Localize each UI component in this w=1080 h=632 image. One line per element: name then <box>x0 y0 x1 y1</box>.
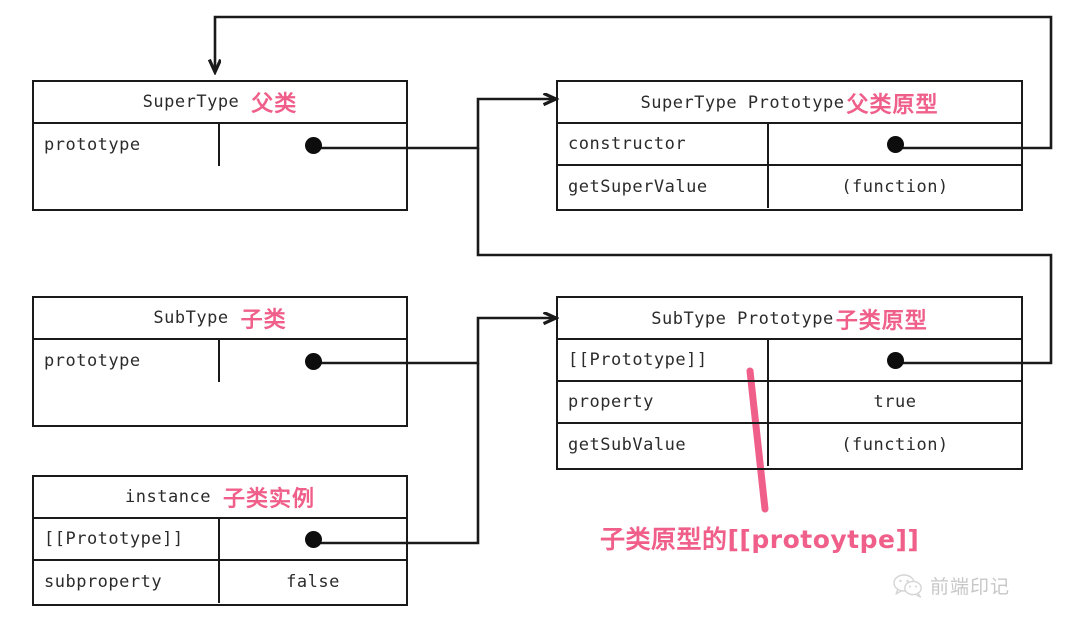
cell-value-property: true <box>873 392 917 412</box>
box-instance-title-cn: 子类实例 <box>222 487 315 512</box>
pointer-dot-icon <box>886 351 904 369</box>
annotation-label: 子类原型的[[protoytpe]] <box>600 525 920 554</box>
box-supertype-prototype-title: SuperType Prototype 父类原型 <box>558 82 1021 124</box>
row-supertype-prototype-constructor: constructor <box>558 124 1021 166</box>
cell-key-subproperty: subproperty <box>34 561 220 603</box>
watermark: 前端印记 <box>893 572 1010 599</box>
cell-value-prototype <box>220 124 406 166</box>
box-supertype-prototype-title-cn: 父类原型 <box>846 93 939 118</box>
pointer-dot-icon <box>304 352 322 370</box>
box-supertype-title-en: SuperType <box>142 92 240 112</box>
cell-key-property: property <box>558 382 769 422</box>
box-instance-title: instance 子类实例 <box>34 477 406 519</box>
box-subtype-prototype-title: SubType Prototype 子类原型 <box>558 298 1021 340</box>
cell-value-prototype <box>220 340 406 382</box>
row-supertype-prototype: prototype <box>34 124 406 166</box>
box-subtype-title: SubType 子类 <box>34 298 406 340</box>
row-supertype-prototype-getsupervalue: getSuperValue (function) <box>558 166 1021 208</box>
cell-key-prototype: prototype <box>34 340 220 382</box>
cell-value-constructor <box>769 124 1021 164</box>
watermark-label: 前端印记 <box>930 576 1011 598</box>
box-subtype-title-cn: 子类 <box>240 308 287 333</box>
cell-key-getsubvalue: getSubValue <box>558 424 769 466</box>
box-supertype-prototype-title-en: SuperType Prototype <box>640 93 845 113</box>
box-subtype-prototype-title-cn: 子类原型 <box>835 309 928 334</box>
box-supertype-title: SuperType 父类 <box>34 82 406 124</box>
cell-value-getsubvalue: (function) <box>841 435 949 455</box>
cell-value-prototype-internal <box>769 340 1021 380</box>
pointer-dot-icon <box>304 530 322 548</box>
cell-key-prototype-internal: [[Prototype]] <box>558 340 769 380</box>
wechat-icon <box>893 573 922 598</box>
row-instance-proto: [[Prototype]] <box>34 519 406 561</box>
box-instance-title-en: instance <box>125 487 211 507</box>
row-subtype-prototype-proto: [[Prototype]] <box>558 340 1021 382</box>
pointer-dot-icon <box>886 135 904 153</box>
box-supertype-prototype: SuperType Prototype 父类原型 constructor get… <box>556 80 1023 211</box>
cell-key-constructor: constructor <box>558 124 769 164</box>
box-supertype: SuperType 父类 prototype <box>32 80 408 211</box>
cell-value-prototype-internal <box>220 519 406 559</box>
cell-value-subproperty: false <box>286 572 340 592</box>
cell-value-getsupervalue: (function) <box>841 177 949 197</box>
cell-key-prototype: prototype <box>34 124 220 166</box>
box-subtype-prototype: SubType Prototype 子类原型 [[Prototype]] pro… <box>556 296 1023 470</box>
row-subtype-prototype: prototype <box>34 340 406 382</box>
cell-key-getsupervalue: getSuperValue <box>558 166 769 208</box>
box-subtype: SubType 子类 prototype <box>32 296 408 427</box>
box-supertype-title-cn: 父类 <box>251 92 298 117</box>
row-instance-subproperty: subproperty false <box>34 561 406 603</box>
cell-key-prototype-internal: [[Prototype]] <box>34 519 220 559</box>
row-subtype-prototype-getsubvalue: getSubValue (function) <box>558 424 1021 466</box>
box-instance: instance 子类实例 [[Prototype]] subproperty … <box>32 475 408 606</box>
pointer-dot-icon <box>304 136 322 154</box>
box-subtype-prototype-title-en: SubType Prototype <box>651 309 834 329</box>
box-subtype-title-en: SubType <box>153 308 229 328</box>
row-subtype-prototype-property: property true <box>558 382 1021 424</box>
